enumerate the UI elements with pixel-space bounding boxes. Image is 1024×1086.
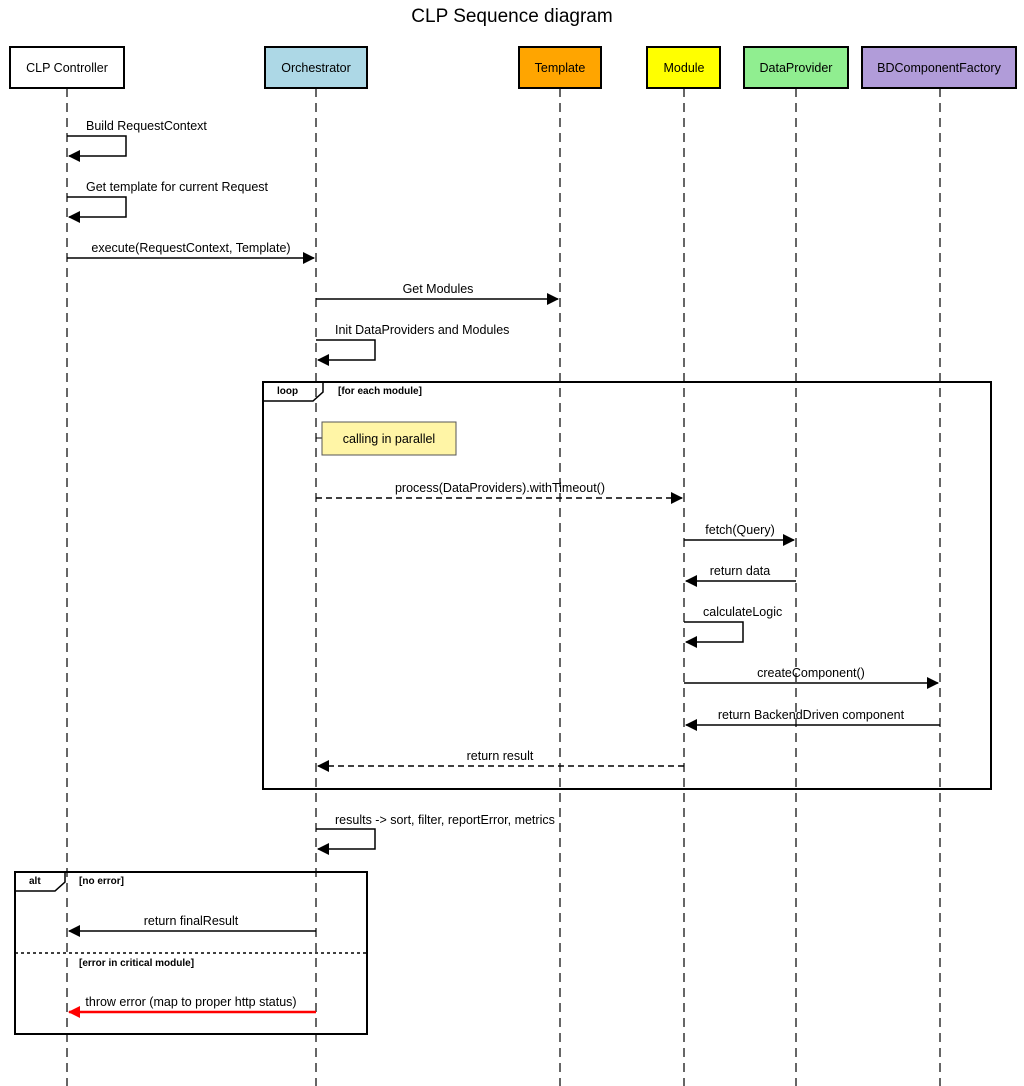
participant-label: BDComponentFactory	[877, 61, 1001, 75]
alt-fragment: alt [no error] [error in critical module…	[14, 871, 368, 1035]
message-return-component: return BackendDriven component	[685, 708, 940, 731]
message-return-data: return data	[685, 564, 796, 587]
message-label: calculateLogic	[703, 605, 782, 619]
participant-factory: BDComponentFactory	[861, 46, 1017, 89]
lifelines	[66, 88, 941, 1086]
message-return-result: return result	[317, 749, 684, 772]
message-fetch: fetch(Query)	[684, 523, 795, 546]
message-arrow	[316, 339, 376, 366]
participant-label: Template	[535, 61, 586, 75]
participant-box	[9, 46, 125, 89]
message-label: return data	[710, 564, 771, 578]
alt-tab	[15, 871, 66, 892]
message-label: execute(RequestContext, Template)	[91, 241, 290, 255]
loop-fragment: loop [for each module]	[262, 381, 992, 790]
message-arrow	[67, 135, 127, 162]
message-return-final-result: return finalResult	[68, 914, 316, 937]
participant-label: DataProvider	[760, 61, 833, 75]
message-process: process(DataProviders).withTimeout()	[316, 481, 683, 504]
participant-box	[264, 46, 368, 89]
message-label: createComponent()	[757, 666, 865, 680]
participant-label: Module	[664, 61, 705, 75]
participant-module: Module	[646, 46, 721, 89]
loop-tab	[263, 381, 324, 402]
participant-box	[518, 46, 602, 89]
message-results-processing: results -> sort, filter, reportError, me…	[316, 813, 555, 855]
participant-box	[861, 46, 1017, 89]
alt-guard: [no error]	[79, 876, 124, 887]
note-box	[321, 421, 457, 456]
message-label: return result	[467, 749, 534, 763]
message-get-modules: Get Modules	[316, 282, 559, 305]
participant-label: Orchestrator	[281, 61, 350, 75]
message-label: return BackendDriven component	[718, 708, 905, 722]
message-execute: execute(RequestContext, Template)	[67, 241, 315, 264]
participant-dataprovider: DataProvider	[743, 46, 849, 89]
participant-controller: CLP Controller	[9, 46, 125, 89]
message-label: process(DataProviders).withTimeout()	[395, 481, 605, 495]
message-label: return finalResult	[144, 914, 239, 928]
alt-keyword: alt	[29, 876, 41, 887]
message-label: throw error (map to proper http status)	[85, 995, 296, 1009]
loop-frame	[262, 381, 992, 790]
message-arrow	[67, 196, 127, 223]
note-label: calling in parallel	[343, 432, 435, 446]
message-arrow	[316, 828, 376, 855]
note: calling in parallel	[316, 421, 457, 456]
message-get-template: Get template for current Request	[67, 180, 269, 223]
message-label: Get template for current Request	[86, 180, 269, 194]
loop-keyword: loop	[277, 386, 298, 397]
message-build-requestcontext: Build RequestContext	[67, 119, 207, 162]
diagram-title: CLP Sequence diagram	[411, 6, 612, 27]
message-label: Get Modules	[403, 282, 474, 296]
alt-else-guard: [error in critical module]	[79, 958, 194, 969]
participant-box	[646, 46, 721, 89]
participant-template: Template	[518, 46, 602, 89]
participant-orchestrator: Orchestrator	[264, 46, 368, 89]
message-calculate-logic: calculateLogic	[684, 605, 782, 648]
message-label: Init DataProviders and Modules	[335, 323, 509, 337]
message-label: Build RequestContext	[86, 119, 207, 133]
message-label: results -> sort, filter, reportError, me…	[335, 813, 555, 827]
message-arrow	[684, 621, 744, 648]
message-init-dataproviders: Init DataProviders and Modules	[316, 323, 509, 366]
message-label: fetch(Query)	[705, 523, 774, 537]
loop-guard: [for each module]	[338, 386, 422, 397]
participant-label: CLP Controller	[26, 61, 108, 75]
message-throw-error: throw error (map to proper http status)	[68, 995, 316, 1018]
participant-box	[743, 46, 849, 89]
message-create-component: createComponent()	[684, 666, 939, 689]
